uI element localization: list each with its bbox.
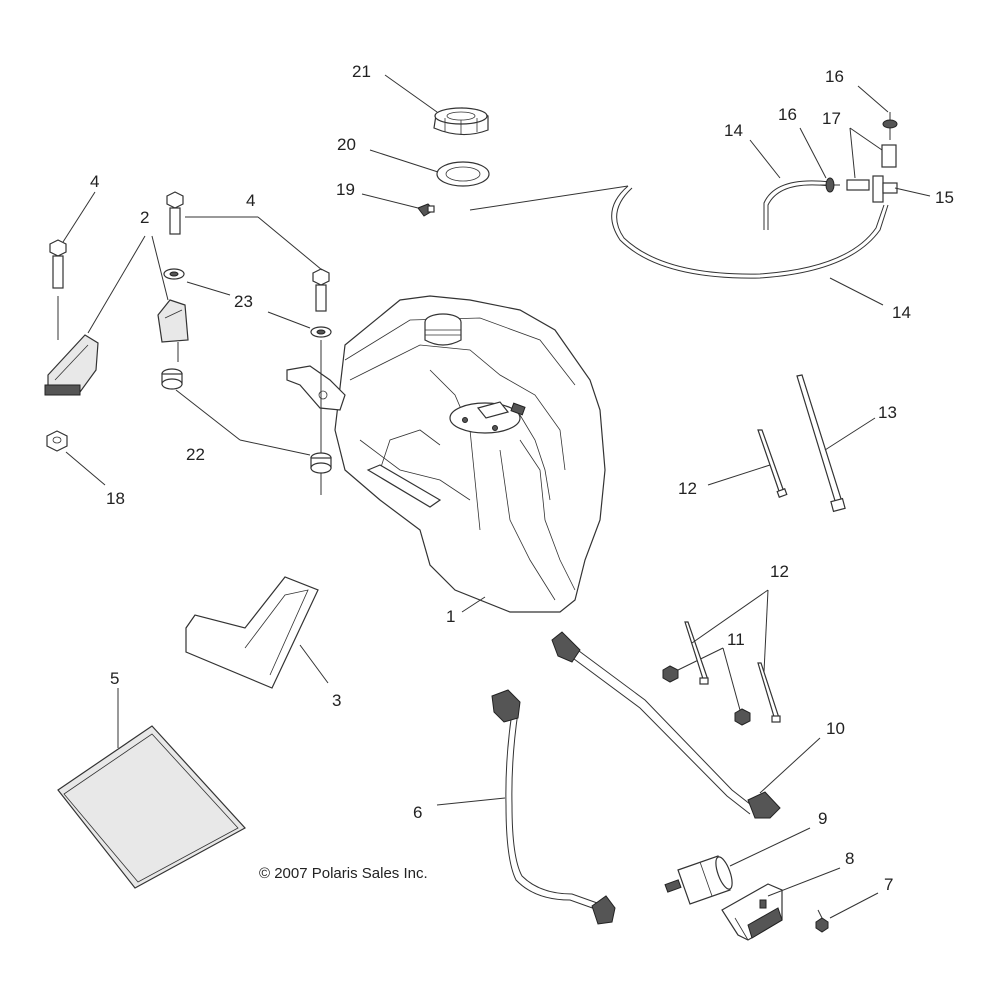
callout-22: 22	[186, 445, 205, 464]
fuel-filter-part-9[interactable]	[664, 855, 735, 905]
callout-6: 6	[413, 803, 422, 822]
leader-line-4c	[257, 216, 323, 271]
leader-line-21	[384, 74, 438, 113]
leader-line-22a	[175, 389, 241, 441]
leader-line-6	[436, 797, 506, 806]
fuel-line-part-10[interactable]	[551, 631, 781, 819]
vent-fitting-part-19[interactable]	[417, 203, 435, 217]
leader-line-23b	[267, 311, 311, 329]
callout-4b: 4	[246, 191, 255, 210]
cable-tie-part-12b[interactable]	[684, 621, 709, 685]
callout-7: 7	[884, 875, 893, 894]
check-valve-part-16b[interactable]	[882, 112, 898, 140]
leader-line-16a	[799, 127, 827, 179]
leader-line-15	[894, 187, 931, 197]
leader-line-17a	[849, 127, 856, 179]
callout-3: 3	[332, 691, 341, 710]
leader-line-14b	[829, 277, 884, 306]
callout-10: 10	[826, 719, 845, 738]
leader-line-2a	[87, 235, 146, 334]
leader-line-23a	[186, 281, 231, 296]
leader-line-3	[299, 644, 329, 684]
leader-line-13	[824, 417, 876, 451]
callout-13: 13	[878, 403, 897, 422]
bolt-part-4a[interactable]	[49, 239, 67, 340]
spacer-part-22b[interactable]	[310, 452, 332, 474]
callout-20: 20	[337, 135, 356, 154]
fuel-line-part-6[interactable]	[491, 689, 616, 925]
callout-21: 21	[352, 62, 371, 81]
callout-4a: 4	[90, 172, 99, 191]
leader-line-17b	[849, 127, 883, 151]
check-valve-part-16a[interactable]	[820, 177, 840, 193]
callout-12b: 12	[770, 562, 789, 581]
callout-2: 2	[140, 208, 149, 227]
callout-16b: 16	[825, 67, 844, 86]
leader-line-12c	[763, 589, 769, 673]
leader-line-12a	[707, 464, 771, 486]
screw-part-7[interactable]	[815, 909, 829, 933]
callout-12a: 12	[678, 479, 697, 498]
callout-16a: 16	[778, 105, 797, 124]
vent-hose-part-14[interactable]	[469, 180, 889, 279]
copyright-text: © 2007 Polaris Sales Inc.	[259, 865, 428, 882]
leader-line-20	[369, 149, 439, 173]
filter-bracket-part-8[interactable]	[721, 883, 783, 941]
leader-line-7	[829, 892, 879, 919]
foam-pad-part-3[interactable]	[185, 576, 319, 689]
callout-18: 18	[106, 489, 125, 508]
leader-line-14a	[749, 139, 781, 179]
leader-line-2b	[151, 235, 169, 301]
leader-line-16b	[857, 85, 889, 113]
cable-tie-part-13[interactable]	[796, 374, 846, 513]
leader-line-12b	[691, 589, 769, 644]
cap-gasket-part-20[interactable]	[436, 161, 490, 187]
callout-11: 11	[727, 630, 745, 649]
callout-8: 8	[845, 849, 854, 868]
spacer-part-22a[interactable]	[161, 368, 183, 390]
leader-line-4a	[62, 191, 96, 243]
callout-14b: 14	[892, 303, 911, 322]
bolt-part-4b[interactable]	[166, 191, 184, 235]
bolt-part-4c[interactable]	[312, 268, 330, 312]
leader-line-10	[759, 737, 821, 794]
leader-line-8	[767, 867, 841, 897]
fuel-tank-part-1[interactable]	[286, 295, 606, 613]
callout-17: 17	[822, 109, 841, 128]
bracket-part-2a[interactable]	[44, 334, 99, 396]
clamp-part-11b[interactable]	[734, 708, 751, 726]
callout-5: 5	[110, 669, 119, 688]
callout-14a: 14	[724, 121, 743, 140]
clamp-part-11a[interactable]	[662, 665, 679, 683]
leader-line-11b	[722, 647, 741, 711]
leader-line-19	[361, 193, 419, 209]
callout-19: 19	[336, 180, 355, 199]
tee-fitting-part-15[interactable]	[872, 175, 898, 203]
fuel-cap-part-21[interactable]	[433, 107, 489, 136]
callout-9: 9	[818, 809, 827, 828]
callout-1: 1	[446, 607, 455, 626]
washer-part-23b[interactable]	[310, 326, 332, 338]
leader-line-18	[65, 451, 106, 486]
bracket-part-2b[interactable]	[157, 299, 189, 362]
leader-line-1	[461, 596, 486, 613]
nut-part-18[interactable]	[46, 430, 68, 452]
cable-tie-part-12a[interactable]	[757, 429, 788, 498]
leader-line-9	[729, 827, 811, 867]
callout-15: 15	[935, 188, 954, 207]
leader-line-22b	[239, 439, 311, 456]
callout-23: 23	[234, 292, 253, 311]
washer-part-23a[interactable]	[163, 268, 185, 280]
cable-tie-part-12c[interactable]	[757, 662, 781, 723]
pad-part-5[interactable]	[57, 725, 246, 889]
hose-section-part-17[interactable]	[846, 144, 897, 191]
